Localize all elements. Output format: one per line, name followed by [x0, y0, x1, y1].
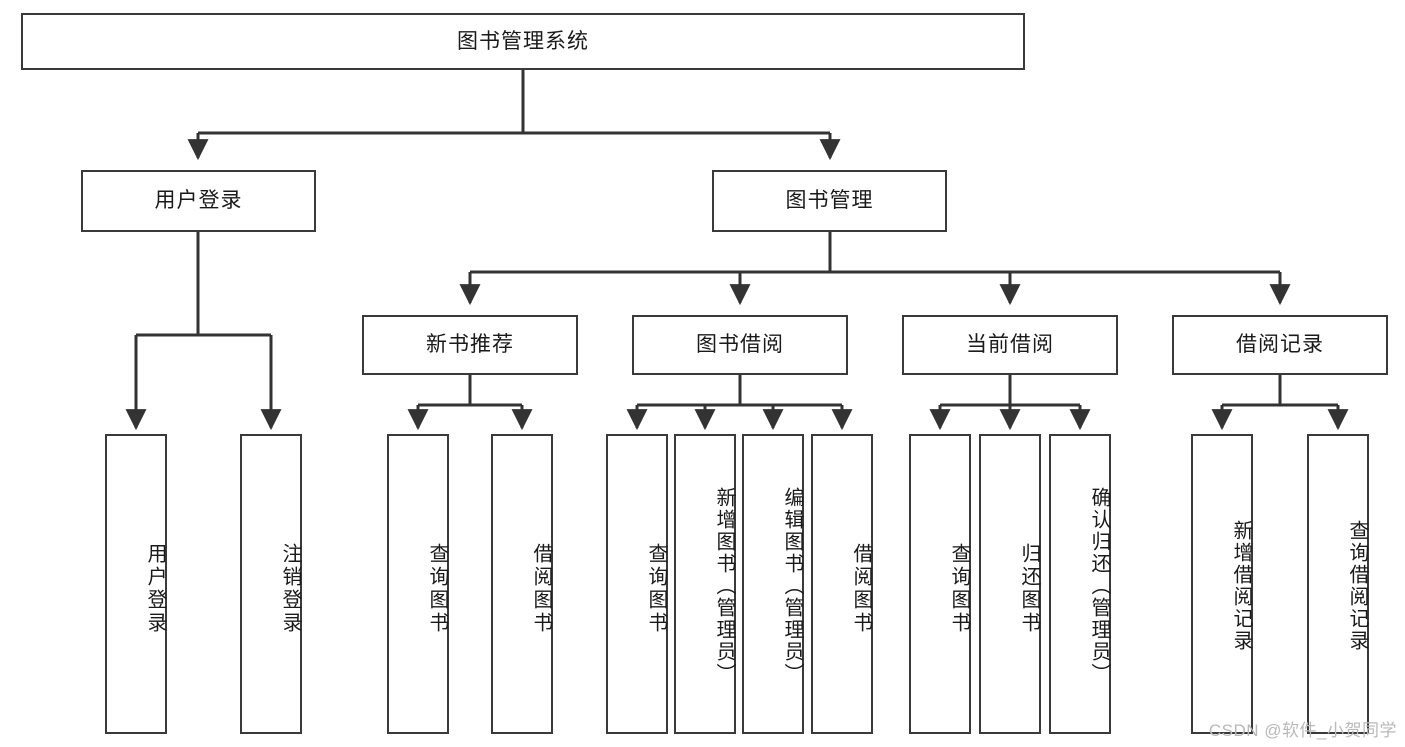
node-leaf-confirm-return[interactable]: 确认归还（管理员）	[1049, 434, 1111, 734]
node-leaf-query-book-1[interactable]: 查询图书	[387, 434, 449, 734]
node-borrow-record[interactable]: 借阅记录	[1172, 315, 1388, 375]
node-new-book-recommend[interactable]: 新书推荐	[362, 315, 578, 375]
node-leaf-user-logout[interactable]: 注销登录	[240, 434, 302, 734]
node-leaf-edit-book[interactable]: 编辑图书（管理员）	[742, 434, 804, 734]
node-user-login[interactable]: 用户登录	[81, 170, 316, 232]
node-leaf-borrow-book-2-label: 借阅图书	[850, 543, 872, 635]
node-leaf-return-book-label: 归还图书	[1018, 543, 1040, 635]
node-leaf-borrow-book-2[interactable]: 借阅图书	[811, 434, 873, 734]
node-leaf-borrow-book-1[interactable]: 借阅图书	[491, 434, 553, 734]
node-leaf-edit-book-label: 编辑图书（管理员）	[781, 487, 803, 685]
node-leaf-user-logout-label: 注销登录	[279, 543, 301, 635]
node-leaf-query-book-1-label: 查询图书	[426, 543, 448, 635]
node-borrow-record-label: 借阅记录	[1236, 333, 1324, 357]
node-leaf-query-book-2-label: 查询图书	[645, 543, 667, 635]
node-leaf-query-book-3-label: 查询图书	[948, 543, 970, 635]
node-new-book-recommend-label: 新书推荐	[426, 333, 514, 357]
node-book-manage-label: 图书管理	[785, 189, 874, 213]
node-leaf-user-login-label: 用户登录	[144, 543, 166, 635]
node-book-borrow[interactable]: 图书借阅	[632, 315, 848, 375]
node-book-manage[interactable]: 图书管理	[712, 170, 947, 232]
node-root-label: 图书管理系统	[457, 29, 589, 53]
node-leaf-return-book[interactable]: 归还图书	[979, 434, 1041, 734]
node-leaf-borrow-book-1-label: 借阅图书	[530, 543, 552, 635]
node-leaf-confirm-return-label: 确认归还（管理员）	[1088, 487, 1110, 685]
node-leaf-add-book[interactable]: 新增图书（管理员）	[674, 434, 736, 734]
node-leaf-query-book-2[interactable]: 查询图书	[606, 434, 668, 734]
node-leaf-add-book-label: 新增图书（管理员）	[713, 487, 735, 685]
node-user-login-label: 用户登录	[154, 189, 243, 213]
node-book-borrow-label: 图书借阅	[696, 333, 784, 357]
node-current-borrow-label: 当前借阅	[966, 333, 1054, 357]
node-leaf-query-record[interactable]: 查询借阅记录	[1307, 434, 1369, 734]
node-leaf-add-record[interactable]: 新增借阅记录	[1191, 434, 1253, 734]
watermark-text: CSDN @软件_小贺同学	[1208, 721, 1397, 740]
node-leaf-query-book-3[interactable]: 查询图书	[909, 434, 971, 734]
node-leaf-add-record-label: 新增借阅记录	[1230, 520, 1252, 652]
node-root[interactable]: 图书管理系统	[21, 13, 1025, 70]
node-leaf-query-record-label: 查询借阅记录	[1346, 520, 1368, 652]
node-current-borrow[interactable]: 当前借阅	[902, 315, 1118, 375]
node-leaf-user-login[interactable]: 用户登录	[105, 434, 167, 734]
